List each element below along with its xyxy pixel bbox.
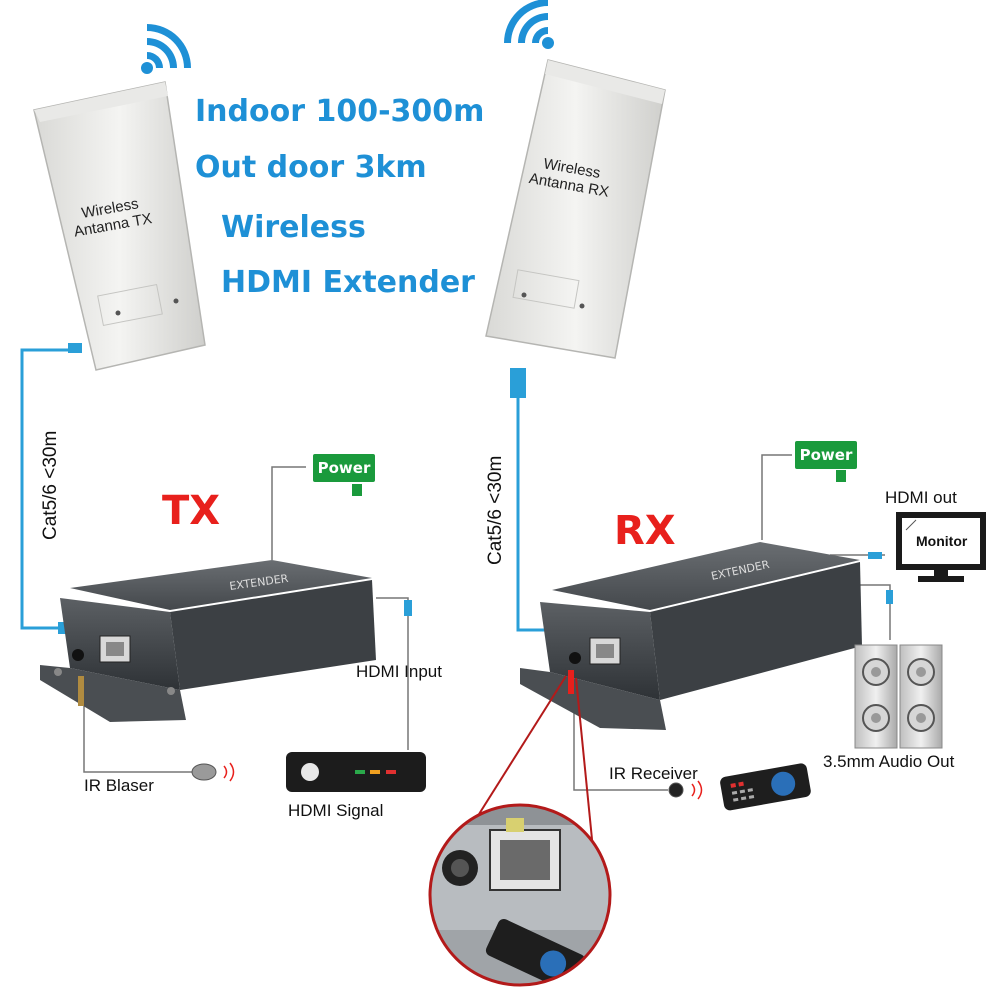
monitor-icon (896, 512, 986, 582)
hdmi-source-icon (286, 752, 426, 792)
cat-cable-tx (20, 348, 78, 630)
monitor-label: Monitor (916, 533, 968, 549)
wifi-icon (141, 24, 191, 74)
hdmi-plug-icon (404, 552, 893, 616)
hdmi-input-label: HDMI Input (356, 662, 442, 681)
rx-extender-unit: EXTENDER (520, 542, 862, 730)
power-plug-icon (352, 470, 846, 496)
ir-cable-plug (78, 676, 84, 706)
product-title-line1: Wireless (221, 210, 366, 245)
rx-cable-label: Cat5/6 <30m (485, 455, 506, 565)
ir-blaser-label: IR Blaser (84, 776, 154, 795)
tx-power-label: Power (313, 454, 375, 482)
speaker-icon (854, 644, 898, 749)
range-indoor: Indoor 100-300m (195, 94, 485, 129)
rx-power-label: Power (795, 441, 857, 469)
rj45-plug-icon (68, 343, 82, 353)
rj45-plug-icon (510, 368, 526, 398)
antenna-icon (485, 59, 666, 359)
product-title-line2: HDMI Extender (221, 265, 475, 300)
remote-control-icon (720, 763, 811, 811)
antenna-icon (33, 81, 206, 371)
rx-label: RX (614, 508, 676, 554)
audio-out-label: 3.5mm Audio Out (823, 752, 955, 771)
speaker-icon (899, 644, 943, 749)
ir-receiver-icon (668, 780, 703, 800)
wifi-icon (504, 0, 554, 49)
zoom-circle (428, 803, 612, 987)
ir-cable-plug (568, 670, 574, 694)
cat-cable-rx (516, 398, 548, 632)
hdmi-out-label: HDMI out (885, 488, 957, 507)
tx-cable-label: Cat5/6 <30m (40, 430, 61, 540)
ir-emitter-icon (191, 762, 235, 782)
connection-lines (83, 454, 891, 791)
hdmi-signal-label: HDMI Signal (288, 801, 384, 820)
range-outdoor: Out door 3km (195, 150, 427, 185)
tx-extender-unit: EXTENDER (40, 560, 376, 722)
tx-label: TX (162, 488, 221, 534)
ir-receiver-label: IR Receiver (609, 764, 698, 783)
